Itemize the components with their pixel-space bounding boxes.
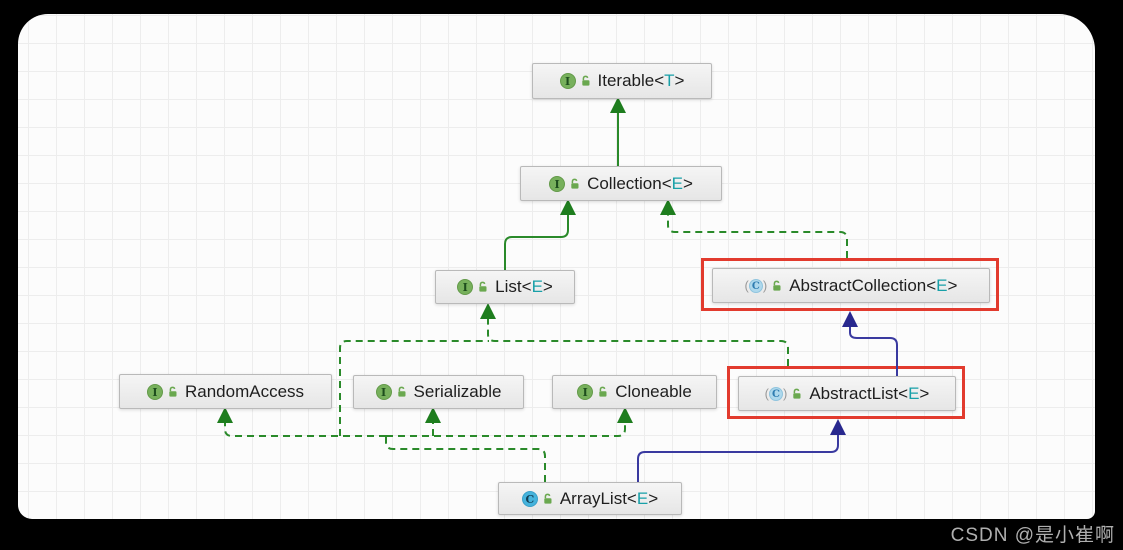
node-label: AbstractCollection<E> [789,276,957,296]
class-node-abstract-list[interactable]: I (C) C AbstractList<E> [738,376,956,411]
node-icons: I (C) C [765,386,804,401]
node-icons: I (C) C [146,383,179,400]
class-name: Iterable [597,71,655,90]
node-label: Serializable [414,382,502,402]
class-name: ArrayList [559,488,627,508]
class-name: AbstractList [809,383,899,403]
type-parameter: <E> [898,383,930,403]
class-icon: C [521,490,538,507]
class-node-array-list[interactable]: I (C) C ArrayList<E> [498,482,682,515]
lock-icon [599,386,607,397]
node-label: Iterable<T> [598,71,685,91]
node-icons: I (C) C [745,278,784,293]
node-label: List<E> [495,277,553,297]
class-name: RandomAccess [184,381,305,401]
highlight-red-box [727,366,965,419]
class-node-cloneable[interactable]: I (C) C Cloneable [552,375,717,409]
node-label: ArrayList<E> [560,489,658,509]
class-name: Serializable [413,382,502,401]
class-node-list[interactable]: I (C) C List<E> [435,270,575,304]
interface-icon: I [577,384,594,400]
lock-icon [793,388,801,399]
lock-icon [773,280,781,291]
abstract-class-icon: (C) [764,386,788,401]
class-node-abstract-collection[interactable]: I (C) C AbstractCollection<E> [712,268,990,303]
class-name: Cloneable [615,382,692,401]
type-parameter: <T> [654,71,685,90]
lock-icon [544,493,552,504]
class-name: AbstractCollection [789,275,927,295]
interface-icon: I [457,279,474,295]
highlight-red-box [701,258,999,311]
interface-icon: I [559,73,576,89]
class-node-random-access[interactable]: I (C) C RandomAccess [119,374,332,409]
node-icons: I (C) C [577,384,609,400]
watermark: CSDN @是小崔啊 [950,525,1115,546]
type-parameter: <E> [626,488,659,508]
type-parameter: <E> [521,277,553,296]
class-node-iterable[interactable]: I (C) C Iterable<T> [532,63,712,99]
lock-icon [479,281,487,292]
lock-icon [169,386,177,397]
interface-icon: I [375,384,392,400]
node-label: Cloneable [615,382,692,402]
class-node-collection[interactable]: I (C) C Collection<E> [520,166,722,201]
node-icons: I (C) C [457,279,489,295]
type-parameter: <E> [661,173,693,193]
type-parameter: <E> [926,275,958,295]
class-node-serializable[interactable]: I (C) C Serializable [353,375,524,409]
node-label: RandomAccess [185,382,304,402]
lock-icon [397,386,406,397]
interface-icon: I [146,383,163,400]
node-icons: I (C) C [549,175,581,192]
lock-icon [571,178,579,189]
lock-icon [581,75,590,86]
node-label: AbstractList<E> [809,384,929,404]
node-icons: I (C) C [521,490,554,507]
interface-icon: I [549,175,566,192]
node-icons: I (C) C [559,73,592,89]
class-name: Collection [587,173,662,193]
node-icons: I (C) C [375,384,408,400]
node-label: Collection<E> [587,174,693,194]
abstract-class-icon: (C) [744,278,768,293]
class-name: List [495,277,522,296]
